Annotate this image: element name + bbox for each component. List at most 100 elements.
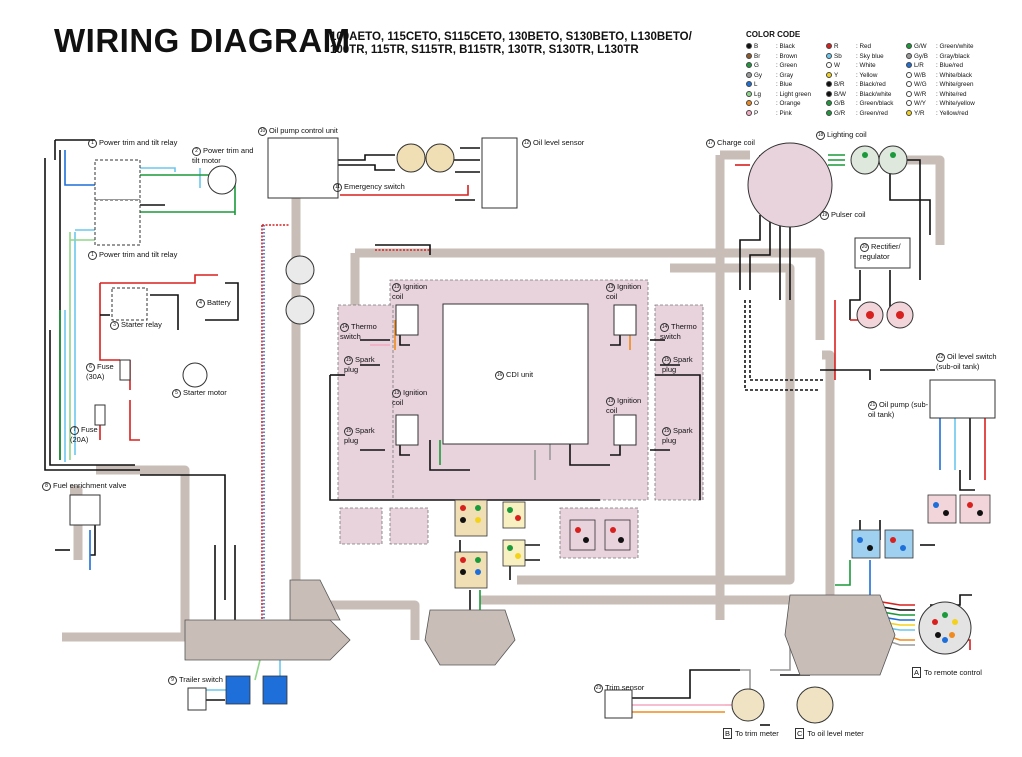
- lighting-coil-conn-1: [850, 145, 880, 175]
- color-code-name: Pink: [779, 109, 792, 117]
- color-swatch-icon: [746, 90, 752, 97]
- pin-dots: [460, 152, 983, 643]
- color-code-name: White: [859, 62, 876, 69]
- connector-center-upper: [454, 499, 488, 537]
- fuel-enrichment-valve-box: [69, 494, 101, 526]
- color-code-item: Gy/B: Gray/black: [906, 53, 970, 60]
- oil-level-switch-box: [929, 379, 996, 419]
- diagram-title: WIRING DIAGRAM: [54, 22, 351, 59]
- color-code-item: W/G: White/green: [906, 81, 973, 88]
- color-code-item: W/B: White/black: [906, 72, 972, 79]
- connector-mid-left: [569, 519, 596, 551]
- color-code-abbrev: G: [754, 62, 759, 69]
- harness-connectors: [184, 579, 896, 676]
- color-code-abbrev: Y: [834, 71, 839, 79]
- color-code-name: White/black: [939, 71, 973, 79]
- color-code-abbrev: W/G: [914, 81, 927, 88]
- color-swatch-icon: [826, 90, 832, 97]
- color-code-abbrev: L/R: [914, 62, 924, 69]
- color-swatch-icon: [906, 81, 912, 88]
- connector-trailer-2: [262, 675, 288, 705]
- color-code-abbrev: Br: [754, 52, 761, 60]
- cdi-inner: [442, 303, 589, 445]
- color-code-item: W/R: White/red: [906, 91, 966, 98]
- color-code-abbrev: W: [834, 62, 840, 69]
- color-code-item: G: Green: [746, 62, 797, 69]
- color-code-name: Light green: [779, 90, 812, 98]
- lighting-coil-conn-2: [878, 145, 908, 175]
- color-code-name: Gray: [779, 71, 794, 79]
- color-code-abbrev: W/B: [914, 71, 926, 79]
- color-code-item: Lg: Light green: [746, 91, 811, 98]
- color-code-item: G/B: Green/black: [826, 100, 893, 107]
- color-code-abbrev: W/R: [914, 90, 927, 98]
- connector-trailer-1: [225, 675, 251, 705]
- oil-pump-connector-upper: [285, 255, 315, 285]
- color-code-item: Y/R: Yellow/red: [906, 110, 968, 117]
- color-swatch-icon: [906, 109, 912, 116]
- relay-boxes: [69, 137, 996, 719]
- color-code-name: Orange: [779, 100, 801, 107]
- color-code-abbrev: G/R: [834, 109, 846, 117]
- color-swatch-icon: [906, 52, 912, 59]
- trim-meter-connector: [731, 688, 765, 722]
- ignition-coil-3: [613, 304, 637, 336]
- color-code-name: Black/red: [859, 81, 886, 88]
- oil-pump-connector-lower: [285, 295, 315, 325]
- color-code-abbrev: Lg: [754, 90, 762, 98]
- color-code-item: B/W: Black/white: [826, 91, 891, 98]
- color-code-item: P: Pink: [746, 110, 792, 117]
- color-code-name: White/green: [939, 81, 974, 88]
- color-swatch-icon: [746, 43, 752, 50]
- power-trim-relay-upper: [94, 159, 141, 201]
- color-swatch-icon: [746, 71, 752, 78]
- color-code-abbrev: G/B: [834, 100, 845, 107]
- oil-level-meter-connector: [796, 686, 834, 724]
- color-code-name: Gray/black: [939, 52, 970, 60]
- color-swatch-icon: [826, 52, 832, 59]
- color-code-item: O: Orange: [746, 100, 801, 107]
- color-code-abbrev: G/W: [914, 43, 927, 50]
- color-code-item: G/W: Green/white: [906, 43, 973, 50]
- color-swatch-icon: [826, 62, 832, 69]
- color-code-item: Y: Yellow: [826, 72, 877, 79]
- color-code-name: Blue: [779, 81, 793, 88]
- color-swatch-icon: [826, 43, 832, 50]
- color-swatch-icon: [906, 62, 912, 69]
- oil-level-sensor-box: [481, 137, 518, 209]
- color-code-name: Green: [779, 62, 798, 69]
- connector-yellow-upper: [502, 501, 526, 529]
- ignition-coil-1: [395, 304, 419, 336]
- color-code-name: Green/black: [859, 100, 894, 107]
- power-trim-relay-lower: [94, 199, 141, 246]
- color-swatch-icon: [746, 100, 752, 107]
- color-code-item: Sb: Sky blue: [826, 53, 884, 60]
- color-swatch-icon: [906, 71, 912, 78]
- connector-mid-right: [604, 519, 631, 551]
- color-swatch-icon: [746, 62, 752, 69]
- color-code-name: Green/red: [859, 109, 888, 117]
- model-list-line-1: 100AETO, 115CETO, S115CETO, 130BETO, S13…: [330, 31, 692, 43]
- color-swatch-icon: [826, 81, 832, 88]
- remote-control-connector: [918, 601, 972, 655]
- trim-sensor-box: [604, 689, 633, 719]
